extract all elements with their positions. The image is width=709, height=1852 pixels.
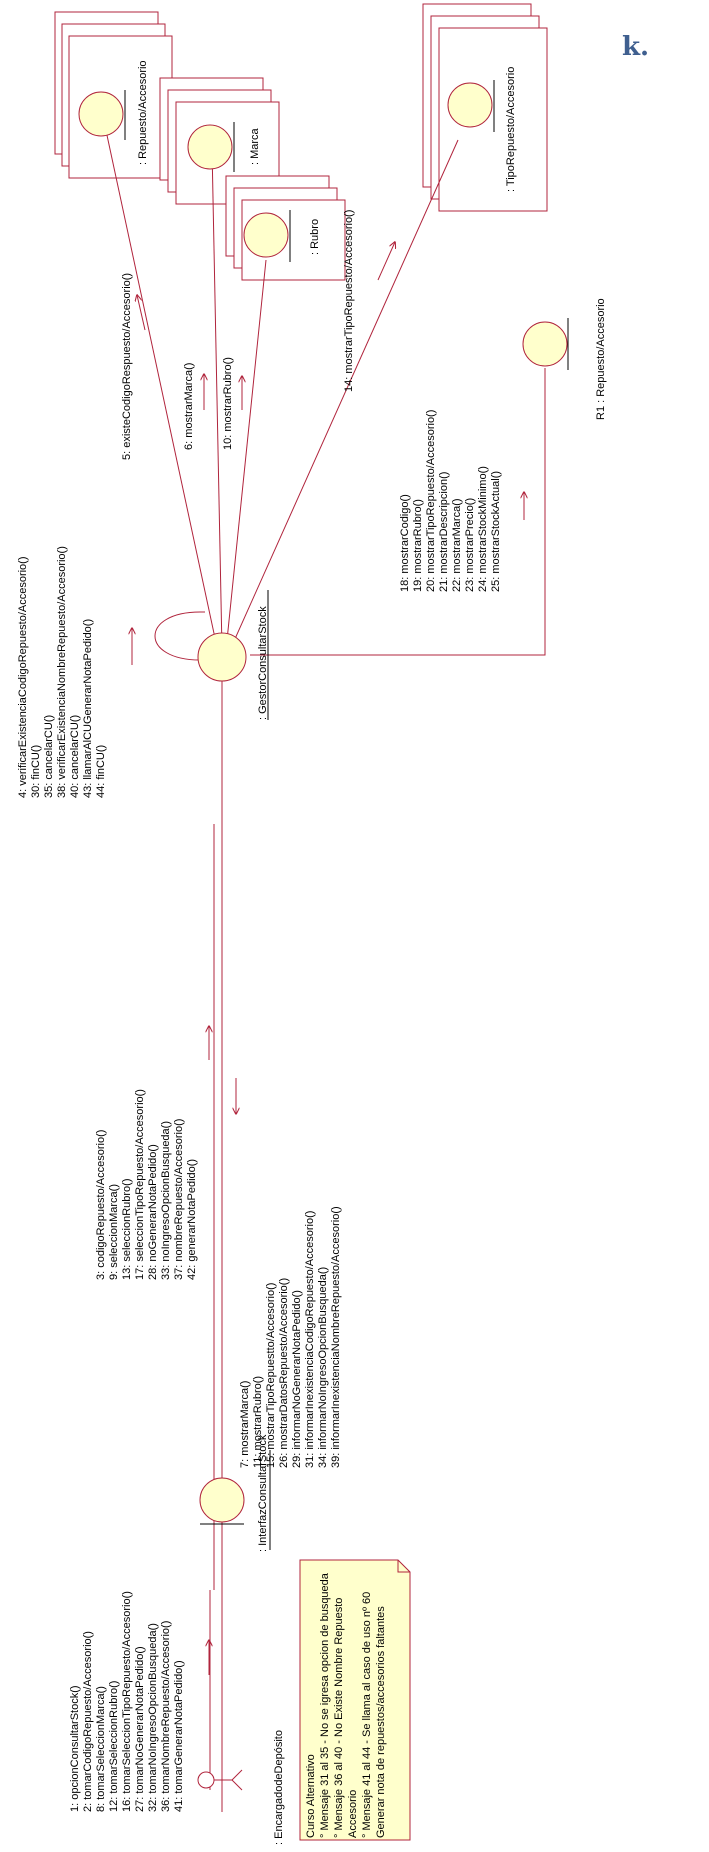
label-marca: : Marca <box>249 127 261 165</box>
note-line-2: ° Mensaje 31 al 35 - No se igresa opcion… <box>319 1572 331 1838</box>
note-line-1: Curso Alternativo <box>305 1754 317 1838</box>
link-lines <box>101 111 546 1812</box>
label-tipo: : TipoRepuesto/Accesorio <box>505 67 517 192</box>
gestor-control-icon <box>197 632 247 682</box>
msg-group-to-r1: 18: mostrarCodigo() 19: mostrarRubro() 2… <box>399 407 502 592</box>
tipo-object-icon <box>447 82 493 128</box>
arrow-to-tipo <box>377 242 395 281</box>
msg-group-actor-to-interfaz: 1: opcionConsultarStock() 2: tomarCodigo… <box>69 1588 185 1812</box>
label-repuesto: : Repuesto/Accesorio <box>137 60 149 165</box>
actor-icon <box>197 1769 243 1791</box>
msg-to-rubro: 10: mostrarRubro() <box>222 357 234 450</box>
object-stack-rubro <box>225 175 346 281</box>
msg-group-gestor-self: 4: verificarExistenciaCodigoRepuesto/Acc… <box>17 543 107 798</box>
note-line-3: ° Mensaje 36 al 40 - No Existe Nombre Re… <box>333 1598 345 1838</box>
label-interfaz: : InterfazConsultarStock <box>257 1434 269 1552</box>
rubro-object-icon <box>243 212 289 258</box>
marca-object-icon <box>187 124 233 170</box>
msg-to-tipo: 14: mostrarTipoRepuesto/Accesorio() <box>343 210 355 392</box>
msg-to-repuesto: 5: existeCodigoRespuesto/Accesorio() <box>121 273 133 460</box>
msg-group-gestor-to-interfaz: 7: mostrarMarca() 11: mostrarRubro() 15:… <box>239 1206 342 1468</box>
label-rubro: : Rubro <box>309 219 321 255</box>
object-stack-repuesto <box>54 11 173 179</box>
note-line-5: ° Mensaje 41 al 44 - Se llama al caso de… <box>361 1592 373 1838</box>
r1-entity-icon <box>522 321 568 367</box>
msg-group-interfaz-to-gestor: 3: codigoRepuesto/Accesorio() 9: selecci… <box>95 1086 198 1280</box>
msg-to-marca: 6: mostrarMarca() <box>183 363 195 450</box>
repuesto-object-icon <box>78 91 124 137</box>
header-fragment: k. <box>622 32 649 62</box>
note-line-4: Accesorio <box>347 1790 359 1838</box>
note-line-6: Generar nota de repuestos/accesorios fal… <box>375 1606 387 1838</box>
label-r1: R1 : Repuesto/Accesorio <box>595 298 607 420</box>
svg-text:Curso Alternativo ° Mens: Curso Alternativo ° Mensaje 31 al 35 - N… <box>305 1570 387 1838</box>
arrow-to-repuesto <box>137 295 146 331</box>
label-encargado: : EncargadodeDepósito <box>273 1730 285 1845</box>
alternative-flow-note: Curso Alternativo ° Mensaje 31 al 35 - N… <box>299 1559 411 1841</box>
interfaz-boundary-icon <box>199 1477 245 1523</box>
label-gestor: : GestorConsultarStock <box>257 606 269 720</box>
